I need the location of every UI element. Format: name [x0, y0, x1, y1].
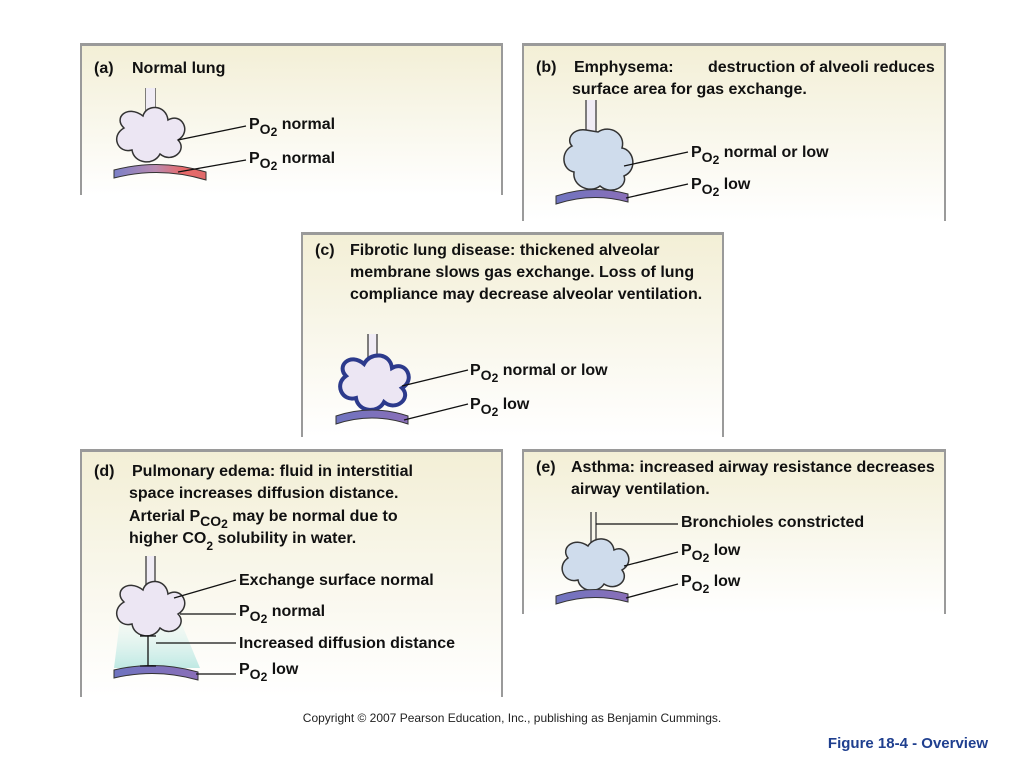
- panel-d-heading: (d)Pulmonary edema: fluid in interstitia…: [94, 461, 494, 483]
- capillary: [555, 188, 629, 205]
- panel-tag: (c): [315, 242, 335, 259]
- po2-label: PO2 normal or low: [691, 144, 829, 167]
- panel-title: Fibrotic lung disease:: [350, 242, 516, 259]
- panel-title: Asthma:: [571, 459, 636, 476]
- panel-c-heading: (c): [315, 240, 355, 262]
- surface-label: Exchange surface normal: [239, 572, 434, 589]
- capillary: [113, 164, 207, 181]
- panel-a-heading: (a) Normal lung: [94, 58, 494, 80]
- diffusion-label: Increased diffusion distance: [239, 635, 456, 652]
- panel-title: Emphysema:: [574, 59, 674, 76]
- panel-tag: (e): [536, 459, 556, 476]
- panel-tag: (b): [536, 59, 557, 76]
- po2-label: PO2 normal or low: [470, 362, 608, 385]
- po2-label: PO2 low: [691, 176, 751, 199]
- bronchiole: [585, 100, 597, 132]
- po2-label: PO2 low: [470, 396, 530, 419]
- panel-e-description: Asthma: increased airway resistance decr…: [571, 459, 935, 498]
- po2-label: PO2 normal: [249, 116, 336, 139]
- capillary: [555, 588, 629, 605]
- bronchioles-label: Bronchioles constricted: [681, 514, 865, 531]
- panel-c-description: Fibrotic lung disease: thickened alveola…: [350, 242, 703, 303]
- po2-label: PO2 low: [681, 573, 741, 596]
- alveolus-thick: [338, 353, 411, 412]
- panel-title: Normal lung: [132, 60, 226, 77]
- figure-reference: Figure 18-4 - Overview: [827, 735, 988, 752]
- panel-tag: (d): [94, 463, 115, 480]
- panel-title: Pulmonary edema:: [132, 463, 276, 480]
- alveolus: [115, 580, 186, 637]
- po2-label: PO2 normal: [239, 603, 326, 626]
- po2-label: PO2 normal: [249, 150, 336, 173]
- panel-a-art: [113, 88, 247, 181]
- alveolus: [115, 106, 186, 163]
- panel-tag: (a): [94, 60, 114, 77]
- po2-label: PO2 low: [681, 542, 741, 565]
- panel-b-heading: (b) Emphysema:: [536, 57, 936, 79]
- alveolus: [563, 128, 634, 191]
- po2-label: PO2 low: [239, 661, 299, 684]
- panel-d-art: [113, 556, 237, 681]
- panel-d-line3: Arterial PCO2 may be normal due to: [129, 508, 398, 531]
- panel-b-description: destruction of alveoli reduces surface a…: [572, 59, 935, 98]
- panel-c-art: [335, 334, 469, 425]
- alveolus: [561, 538, 630, 592]
- capillary: [335, 409, 409, 425]
- panel-e-art: [555, 512, 679, 605]
- panel-e-heading: (e): [536, 457, 576, 479]
- panel-d-line2: space increases diffusion distance.: [129, 485, 399, 502]
- panel-d-line4: higher CO2 solubility in water.: [129, 530, 357, 553]
- copyright-notice: Copyright © 2007 Pearson Education, Inc.…: [302, 711, 722, 725]
- panel-b-art: [555, 100, 689, 205]
